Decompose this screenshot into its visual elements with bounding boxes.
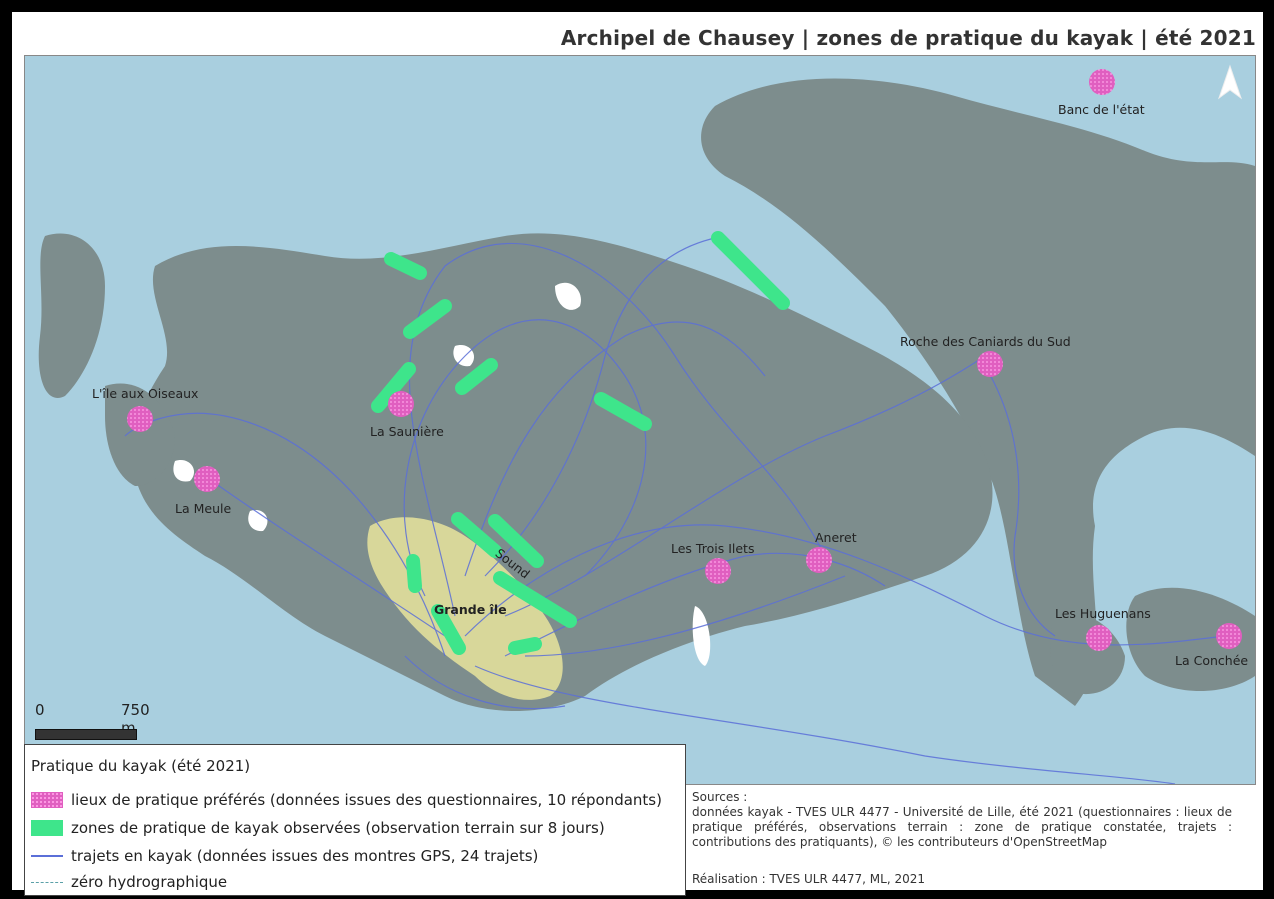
label-ile-oiseaux: L'île aux Oiseaux [92, 386, 199, 401]
map-canvas[interactable]: Banc de l'état Roche des Caniards du Sud… [24, 55, 1256, 785]
map-graphics [38, 69, 1255, 784]
blue-line-icon [31, 855, 63, 857]
place-marker [1089, 69, 1115, 95]
place-marker [705, 558, 731, 584]
pink-dotted-swatch-icon [31, 792, 63, 808]
scale-zero: 0 [35, 701, 45, 719]
label-sauniere: La Saunière [370, 424, 444, 439]
green-zone [371, 362, 416, 413]
legend-label: zones de pratique de kayak observées (ob… [71, 819, 605, 837]
legend-title: Pratique du kayak (été 2021) [31, 757, 251, 775]
east-plateau [701, 78, 1255, 706]
green-swatch-icon [31, 820, 63, 836]
huguenans-island [1050, 613, 1125, 695]
legend-item: trajets en kayak (données issues des mon… [31, 847, 538, 865]
legend: Pratique du kayak (été 2021) lieux de pr… [24, 744, 686, 896]
label-huguenans: Les Huguenans [1055, 606, 1151, 621]
green-zone [594, 392, 652, 431]
green-zone [431, 604, 466, 655]
place-marker [1216, 623, 1242, 649]
label-conchee: La Conchée [1175, 653, 1249, 668]
place-marker [388, 391, 414, 417]
label-meule: La Meule [175, 501, 232, 516]
scale-bar-graphic [35, 729, 137, 740]
credit-text: Réalisation : TVES ULR 4477, ML, 2021 [692, 872, 926, 886]
green-zone [455, 358, 498, 395]
legend-item: zones de pratique de kayak observées (ob… [31, 819, 605, 837]
label-aneret: Aneret [815, 530, 857, 545]
central-islands [132, 233, 993, 711]
green-zone [403, 299, 452, 339]
green-zone [384, 252, 427, 280]
dotted-line-icon [31, 881, 63, 883]
label-grande-ile: Grande île [434, 602, 507, 617]
west-island [38, 233, 105, 398]
green-zone [406, 554, 422, 593]
legend-item: zéro hydrographique [31, 873, 227, 891]
place-marker [806, 547, 832, 573]
preferred-places [127, 69, 1242, 651]
green-zone [711, 231, 790, 310]
place-marker [194, 466, 220, 492]
place-marker [977, 351, 1003, 377]
green-zone [488, 514, 544, 568]
east-plateau-2 [1126, 587, 1255, 691]
label-banc-etat: Banc de l'état [1058, 102, 1145, 117]
label-trois-ilets: Les Trois Ilets [671, 541, 755, 556]
kayak-tracks [124, 235, 1226, 784]
sources-heading: Sources : [692, 790, 748, 804]
sources-text: données kayak - TVES ULR 4477 - Universi… [692, 805, 1232, 849]
sources-block: Sources : données kayak - TVES ULR 4477 … [692, 790, 1232, 850]
legend-label: zéro hydrographique [71, 873, 228, 891]
map-title: Archipel de Chausey | zones de pratique … [560, 26, 1256, 50]
green-zone [508, 637, 542, 655]
place-marker [1086, 625, 1112, 651]
green-zone [451, 512, 502, 558]
green-zone [493, 571, 577, 628]
place-marker [127, 406, 153, 432]
observed-zones [371, 231, 790, 655]
label-roche-caniards: Roche des Caniards du Sud [900, 334, 1071, 349]
legend-label: lieux de pratique préférés (données issu… [71, 791, 662, 809]
legend-item: lieux de pratique préférés (données issu… [31, 791, 662, 809]
legend-label: trajets en kayak (données issues des mon… [71, 847, 539, 865]
oiseaux-island [105, 383, 175, 486]
